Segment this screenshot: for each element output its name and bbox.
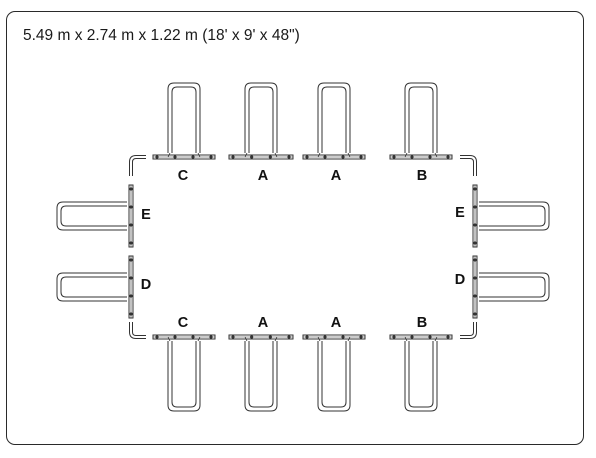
top-leg-3 (317, 82, 351, 158)
bottom-leg-3 (317, 336, 351, 412)
right-label-2: D (455, 272, 465, 288)
left-label-2: D (141, 277, 151, 293)
top-label-4: B (417, 168, 427, 184)
top-leg-1 (167, 82, 201, 158)
left-leg-1 (56, 201, 127, 231)
right-rail-1 (472, 184, 478, 248)
corner-top-left (129, 155, 146, 176)
bottom-label-2: A (258, 315, 269, 331)
right-rail-2 (472, 255, 478, 319)
left-leg-2 (56, 272, 127, 302)
bottom-label-1: C (178, 315, 189, 331)
bottom-label-3: A (331, 315, 342, 331)
bottom-leg-1 (167, 336, 201, 412)
left-rail-1 (128, 184, 134, 248)
right-label-1: E (455, 205, 465, 221)
bottom-label-4: B (417, 315, 427, 331)
top-leg-2 (244, 82, 278, 158)
top-rail-1 (152, 154, 216, 160)
corner-bottom-left (129, 322, 146, 339)
corner-bottom-right (460, 322, 477, 339)
left-rail-2 (128, 255, 134, 319)
bottom-rail-2 (228, 334, 294, 340)
top-leg-4 (404, 82, 438, 158)
top-label-2: A (258, 168, 269, 184)
top-label-1: C (178, 168, 189, 184)
right-leg-2 (479, 272, 550, 302)
bottom-leg-2 (244, 336, 278, 412)
bottom-rail-1 (152, 334, 216, 340)
right-leg-1 (479, 201, 550, 231)
diagram-frame (6, 11, 584, 445)
top-rail-2 (228, 154, 294, 160)
bottom-rail-4 (389, 334, 453, 340)
top-label-3: A (331, 168, 342, 184)
left-label-1: E (141, 207, 151, 223)
dimensions-title: 5.49 m x 2.74 m x 1.22 m (18' x 9' x 48"… (23, 27, 300, 44)
bottom-rail-3 (302, 334, 366, 340)
top-rail-3 (302, 154, 366, 160)
corner-top-right (460, 155, 477, 176)
top-rail-4 (389, 154, 453, 160)
bottom-leg-4 (404, 336, 438, 412)
